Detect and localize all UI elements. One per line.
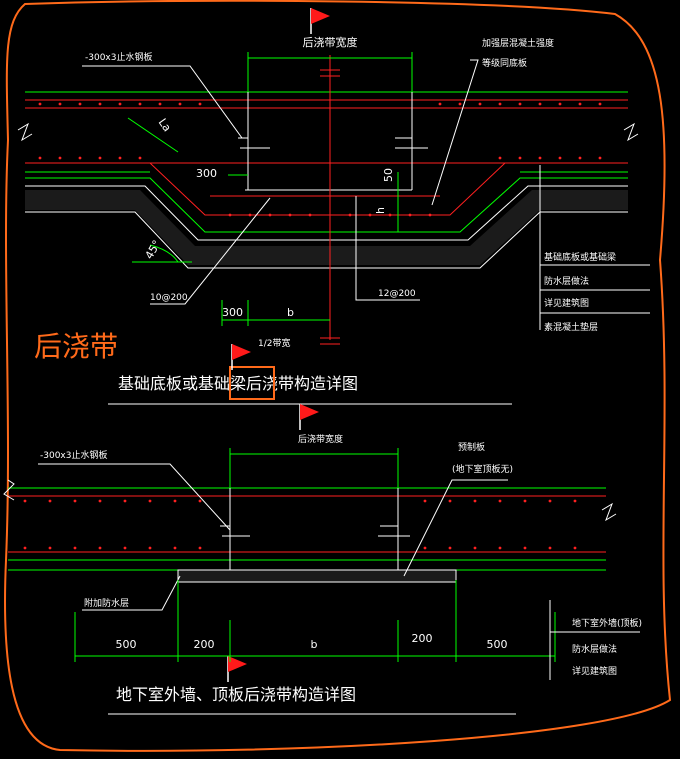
legend-top-2: 详见建筑图: [544, 297, 589, 309]
bottom-detail: 后浇带宽度 -300x3止水钢板 预制板 (地下室顶板无) 附加防水层 500 …: [3, 433, 642, 715]
precast-label-1: 预制板: [458, 441, 485, 453]
extra-waterproof-label: 附加防水层: [84, 597, 129, 609]
legend-top-3: 素混凝土垫层: [544, 321, 598, 333]
dim-h: h: [374, 207, 387, 214]
legend-bottom-1: 防水层做法: [572, 643, 617, 655]
bottom-title: 地下室外墙、顶板后浇带构造详图: [116, 685, 356, 704]
flag-icon: [310, 8, 330, 34]
half-width-label: 1/2带宽: [258, 337, 291, 349]
dim-500-right: 500: [487, 638, 508, 651]
rebar-right-label: 12@200: [378, 289, 416, 299]
dim-b-top: b: [287, 306, 294, 319]
dim-200-right: 200: [412, 632, 433, 645]
dim-200-left: 200: [194, 638, 215, 651]
legend-top-0: 基础底板或基础梁: [544, 251, 616, 263]
handwritten-label: 后浇带: [34, 330, 118, 363]
rebar-left-label: 10@200: [150, 293, 188, 303]
top-title: 基础底板或基础梁后浇带构造详图: [118, 374, 358, 393]
precast-label-2: (地下室顶板无): [452, 463, 513, 475]
dim-300-left: 300: [196, 167, 217, 180]
dim-300-bottom: 300: [222, 306, 243, 319]
angle-label: 45°: [143, 238, 164, 261]
top-steel-plate-label: -300x3止水钢板: [85, 51, 152, 63]
bottom-width-label: 后浇带宽度: [298, 433, 343, 445]
dim-b-bottom: b: [311, 638, 318, 651]
legend-top-1: 防水层做法: [544, 275, 589, 287]
legend-bottom-0: 地下室外墙(顶板): [572, 617, 642, 629]
highlight-box: [229, 366, 275, 400]
rebar-dots-bottom: [23, 499, 577, 550]
bottom-steel-plate-label: -300x3止水钢板: [40, 449, 107, 461]
concrete-note-1: 加强层混凝土强度: [482, 37, 554, 49]
flag-icon: [299, 404, 319, 430]
la-label: La: [156, 116, 174, 134]
legend-bottom-2: 详见建筑图: [572, 665, 617, 677]
dim-500-left: 500: [116, 638, 137, 651]
flag-icon: [227, 656, 247, 682]
top-detail: 后浇带宽度 -300x3止水钢板 加强层混凝土强度 等级同底板 La 300 5…: [17, 35, 650, 405]
concrete-note-2: 等级同底板: [482, 57, 527, 69]
dim-50: 50: [382, 168, 395, 182]
top-width-label: 后浇带宽度: [303, 35, 358, 49]
orange-markup-outline: [4, 0, 672, 752]
flag-icon: [231, 344, 251, 370]
